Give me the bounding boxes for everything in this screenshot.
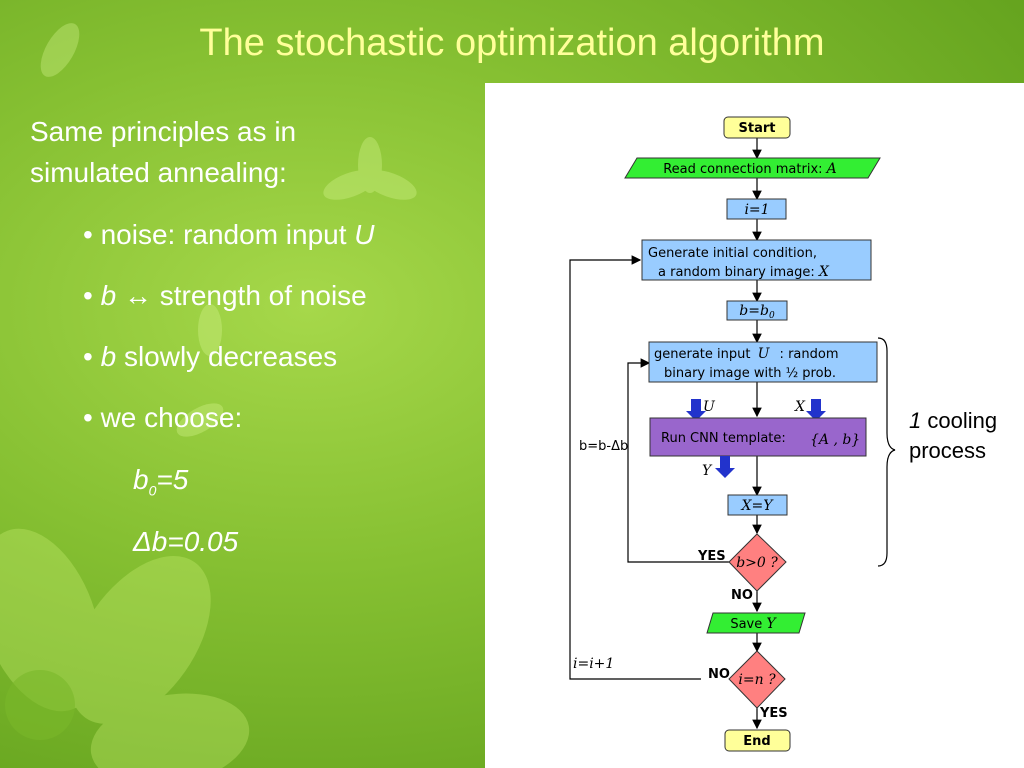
generate-line-1: Generate initial condition, bbox=[648, 246, 817, 261]
cnn-params: {A , b} bbox=[810, 432, 860, 448]
u-input-arrow bbox=[686, 399, 706, 421]
x-input-arrow bbox=[806, 399, 826, 421]
yes-label-2: YES bbox=[759, 706, 788, 721]
bullet-strength: • b ↔ strength of noise bbox=[83, 280, 367, 311]
cnn-label: Run CNN template: bbox=[661, 431, 786, 446]
u-input-label: U bbox=[703, 399, 716, 415]
bullet-decrease: • b slowly decreases bbox=[83, 341, 338, 372]
slide-title: The stochastic optimization algorithm bbox=[199, 22, 825, 64]
save-label: Save Y bbox=[730, 616, 777, 632]
y-output-label: Y bbox=[702, 463, 713, 479]
loop-b-label: b=b-Δb bbox=[579, 439, 628, 454]
bullet-noise: • noise: random input U bbox=[83, 219, 375, 250]
b0-value: b0=5 bbox=[133, 464, 189, 499]
cnn-node bbox=[649, 417, 867, 457]
save-node bbox=[706, 612, 806, 634]
flower-decoration bbox=[0, 23, 417, 768]
cooling-brace bbox=[877, 337, 896, 567]
start-label: Start bbox=[739, 121, 776, 136]
yes-label-1: YES bbox=[697, 549, 726, 564]
decision-b-label: b>0 ? bbox=[736, 555, 778, 571]
bullet-choose: • we choose: bbox=[83, 402, 243, 433]
read-label: Read connection matrix: A bbox=[663, 161, 837, 177]
x-input-label: X bbox=[794, 399, 806, 415]
intro-line-1: Same principles as in bbox=[30, 116, 297, 147]
start-node bbox=[723, 116, 791, 139]
b-init-label: b=b0 bbox=[739, 303, 775, 321]
input-node bbox=[648, 341, 878, 383]
decision-b bbox=[728, 533, 787, 592]
input-line-1: generate input U : random bbox=[654, 346, 839, 362]
b-init-node bbox=[726, 300, 788, 321]
decision-i-label: i=n ? bbox=[738, 672, 776, 688]
i-init-label: i=1 bbox=[744, 202, 769, 218]
y-output-arrow bbox=[715, 456, 735, 478]
flow-arrows bbox=[569, 138, 762, 730]
assign-label: X=Y bbox=[741, 498, 775, 514]
input-line-2: binary image with ½ prob. bbox=[664, 366, 836, 381]
intro-line-2: simulated annealing: bbox=[30, 157, 287, 188]
end-label: End bbox=[743, 734, 770, 749]
flowchart: Start Read connection matrix: A i=1 Gene… bbox=[569, 116, 896, 752]
generate-node bbox=[641, 239, 872, 281]
i-init-node bbox=[726, 198, 787, 220]
decision-i bbox=[728, 650, 786, 709]
generate-line-2: a random binary image: X bbox=[658, 264, 830, 280]
end-node bbox=[724, 729, 791, 752]
loop-i-label: i=i+1 bbox=[573, 656, 614, 672]
assign-node bbox=[727, 494, 788, 516]
no-label-1: NO bbox=[731, 588, 753, 603]
delta-b-value: Δb=0.05 bbox=[133, 526, 239, 557]
read-node bbox=[624, 157, 881, 179]
no-label-2: NO bbox=[708, 667, 730, 682]
